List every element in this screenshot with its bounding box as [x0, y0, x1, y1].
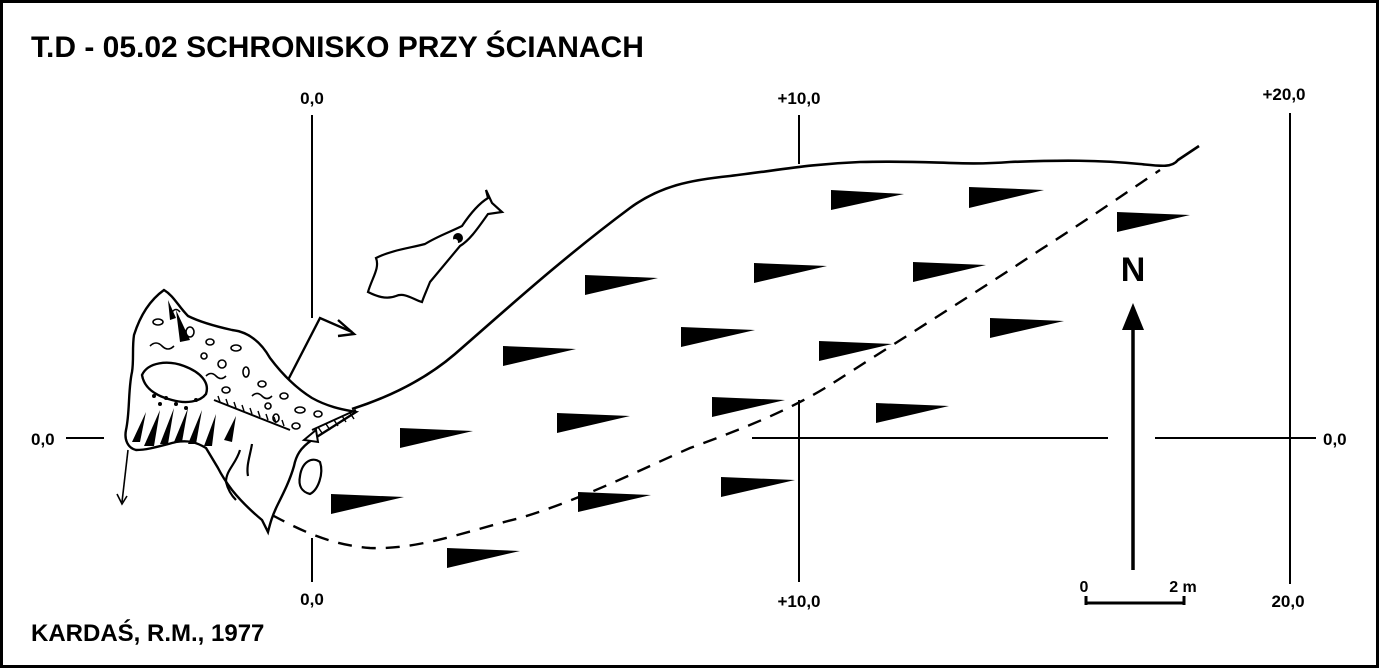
grid-label-right-zero: 0,0: [1323, 430, 1347, 449]
slope-wedge: [557, 413, 630, 433]
slope-wedge: [447, 548, 520, 568]
grid-label-bottom-twenty: 20,0: [1271, 592, 1304, 611]
north-arrow: N: [1121, 251, 1146, 570]
grid-label-left-zero: 0,0: [31, 430, 55, 449]
slope-wedges: [331, 187, 1190, 568]
slope-wedge: [331, 494, 404, 514]
small-rock: [298, 458, 323, 496]
grid-label-top-twenty: +20,0: [1262, 85, 1305, 104]
chamber-dots: [152, 394, 198, 410]
grid-label-bottom-zero: 0,0: [300, 590, 324, 609]
dripline: [271, 169, 1161, 550]
grid-label-top-ten: +10,0: [777, 89, 820, 108]
sill-hatching: [317, 412, 355, 434]
scale-bar-start-label: 0: [1080, 579, 1089, 596]
slope-wedge: [585, 275, 658, 295]
chamber-wedges: [132, 300, 236, 446]
slope-wedge: [503, 346, 576, 366]
north-arrow-icon: [1122, 303, 1144, 330]
slope-wedge: [831, 190, 904, 210]
slope-wedge: [712, 397, 785, 417]
entrance-arrow: [286, 316, 353, 381]
slope-wedge: [400, 428, 473, 448]
grid-lines: [66, 113, 1316, 584]
map-title: T.D - 05.02 SCHRONISKO PRZY ŚCIANACH: [31, 30, 644, 64]
survey-point-icon: [301, 428, 320, 444]
rubble-pebbles: [149, 308, 323, 430]
step-hatching: [217, 395, 285, 427]
rock-fragment: [366, 189, 505, 304]
slope-wedge: [754, 263, 827, 283]
slope-wedge: [990, 318, 1064, 338]
slope-wedge: [721, 477, 795, 497]
down-arrow: [121, 449, 129, 503]
north-label: N: [1121, 251, 1146, 289]
slope-wedge: [913, 262, 986, 282]
map-author: KARDAŚ, R.M., 1977: [31, 619, 264, 647]
scale-bar: 0 2 m: [1080, 579, 1197, 605]
slope-wedge: [681, 327, 755, 347]
scale-bar-end-label: 2 m: [1169, 579, 1197, 596]
grid-label-bottom-ten: +10,0: [777, 592, 820, 611]
slope-wedge: [876, 403, 949, 423]
grid-label-top-zero: 0,0: [300, 89, 324, 108]
entrance-arrow-head: [337, 319, 357, 338]
slope-wedge: [578, 492, 651, 512]
wall-outline: [351, 144, 1200, 411]
cave-chamber: [116, 288, 360, 536]
slope-wedge: [1117, 212, 1190, 232]
chamber-void: [140, 361, 209, 404]
slope-wedge: [969, 187, 1044, 208]
slope-wedge: [819, 341, 892, 361]
